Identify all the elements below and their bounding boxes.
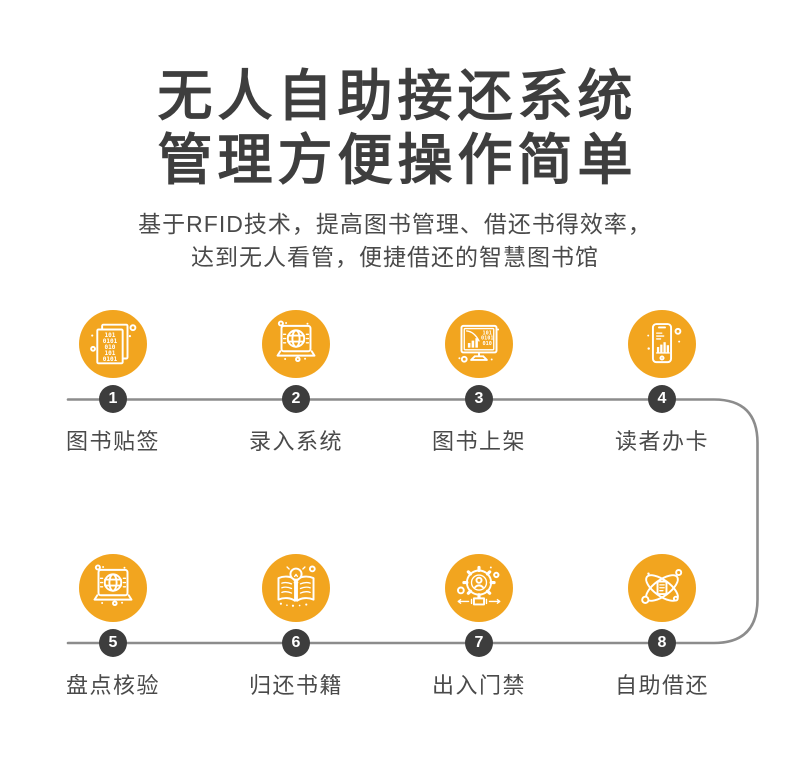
step-8: 8 自助借还 [582, 554, 742, 700]
page-title: 无人自助接还系统 管理方便操作简单 [0, 64, 790, 192]
step-label: 出入门禁 [431, 673, 526, 698]
subtitle-line-1: 基于RFID技术，提高图书管理、借还书得效率， [138, 211, 652, 237]
step-label: 图书贴签 [65, 429, 160, 454]
step-number-badge: 3 [465, 385, 493, 413]
binary-text: 0101 [481, 336, 494, 342]
step-6-icon-circle [262, 554, 330, 622]
step-3-icon-circle: 101 0101 010 [445, 310, 513, 378]
binary-text: 010 [483, 341, 492, 347]
subtitle-line-2: 达到无人看管，便捷借还的智慧图书馆 [191, 244, 599, 270]
step-5: 5 盘点核验 [33, 554, 193, 700]
step-4: 4 读者办卡 [582, 310, 742, 456]
step-6: 6 归还书籍 [216, 554, 376, 700]
step-2-icon-circle [262, 310, 330, 378]
gear-user-icon [457, 565, 501, 606]
step-label: 自助借还 [614, 673, 709, 698]
title-line-2: 管理方便操作简单 [157, 129, 638, 191]
step-2: 2 录入系统 [216, 310, 376, 456]
step-label: 读者办卡 [614, 429, 709, 454]
step-number-badge: 1 [99, 385, 127, 413]
binary-document-icon: 101 0101 010 101 0101 [90, 323, 137, 365]
step-8-icon-circle [628, 554, 696, 622]
laptop-globe-icon [93, 564, 133, 607]
step-number-badge: 2 [282, 385, 310, 413]
binary-text: 101 [483, 330, 492, 336]
binary-text: 101 [105, 332, 116, 339]
step-3: 101 0101 010 3 图书上架 [399, 310, 559, 456]
step-4-icon-circle [628, 310, 696, 378]
step-number-badge: 6 [282, 629, 310, 657]
step-number-badge: 4 [648, 385, 676, 413]
laptop-globe-icon [276, 320, 316, 363]
page-subtitle: 基于RFID技术，提高图书管理、借还书得效率， 达到无人看管，便捷借还的智慧图书… [0, 208, 790, 274]
book-bulb-icon [277, 565, 316, 607]
binary-text: 101 [105, 350, 116, 357]
atom-book-icon [641, 569, 683, 604]
step-label: 图书上架 [431, 429, 526, 454]
step-7-icon-circle [445, 554, 513, 622]
step-5-icon-circle [79, 554, 147, 622]
phone-chart-icon [647, 323, 682, 364]
step-number-badge: 8 [648, 629, 676, 657]
step-1-icon-circle: 101 0101 010 101 0101 [79, 310, 147, 378]
header: 无人自助接还系统 管理方便操作简单 基于RFID技术，提高图书管理、借还书得效率… [0, 64, 790, 274]
binary-text: 0101 [103, 356, 118, 363]
step-number-badge: 5 [99, 629, 127, 657]
step-7: 7 出入门禁 [399, 554, 559, 700]
step-1: 101 0101 010 101 0101 1 图书贴签 [33, 310, 193, 456]
step-number-badge: 7 [465, 629, 493, 657]
binary-text: 0101 [103, 338, 118, 345]
title-line-1: 无人自助接还系统 [157, 65, 638, 127]
monitor-chart-icon: 101 0101 010 [458, 324, 500, 363]
binary-text: 010 [105, 344, 116, 351]
step-label: 归还书籍 [248, 673, 343, 698]
step-label: 盘点核验 [65, 673, 160, 698]
step-label: 录入系统 [248, 429, 343, 454]
